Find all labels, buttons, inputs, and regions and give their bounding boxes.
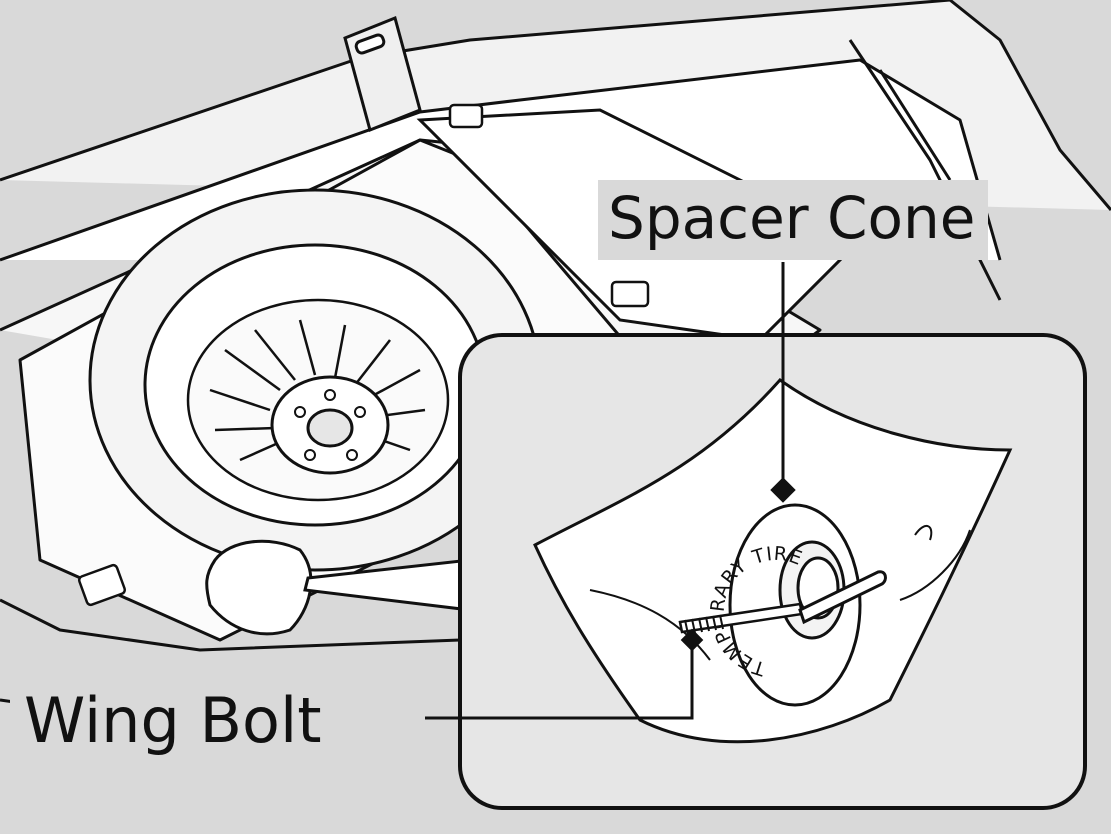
wing-bolt-label: Wing Bolt [10,682,425,764]
spacer-cone-label: Spacer Cone [598,180,988,260]
spacer-cone-marker [770,477,796,503]
floor-clips [77,103,650,607]
wing-bolt-leader [372,640,694,720]
detail-inset: TEMPORARY TIRE [458,333,1087,810]
cloth-bag [205,539,313,636]
leader-lines [372,262,785,720]
wing-bolt-icon [678,570,887,635]
spare-tire-icon [88,188,542,572]
strap-tag [343,15,422,133]
wing-bolt-marker [680,628,704,652]
